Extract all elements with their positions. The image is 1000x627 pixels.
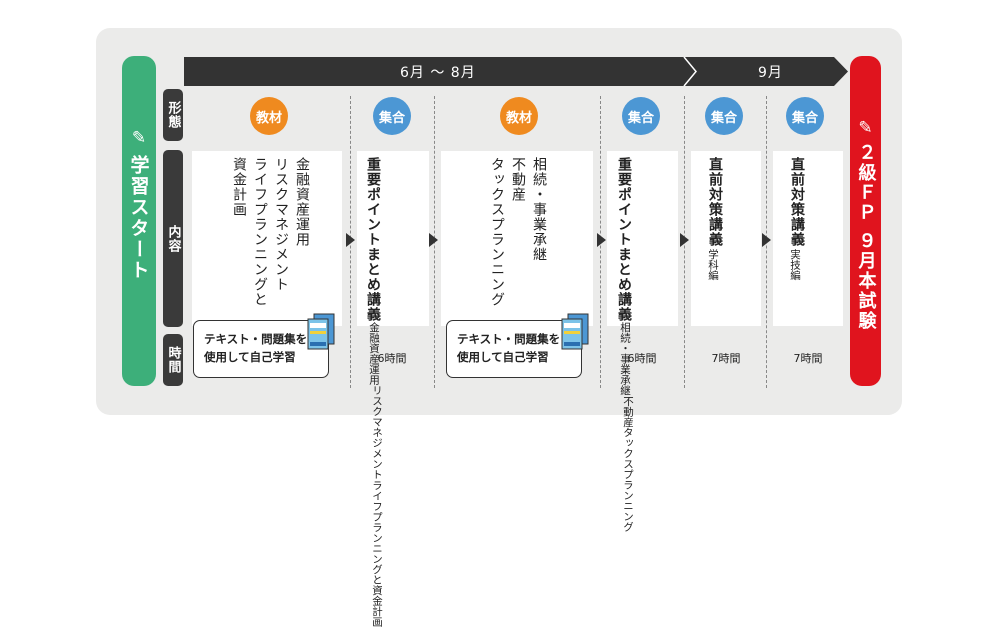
lecture-content: 直前対策講義 学科編 <box>704 157 725 281</box>
self-study-line: テキスト・問題集を <box>204 332 308 346</box>
badge-group: 集合 <box>786 97 824 135</box>
timeline-arrow <box>184 57 848 86</box>
period-label-sep: 9月 <box>758 65 783 81</box>
flow-arrow-icon <box>762 233 771 247</box>
topic-list: 相続・事業承継 不動産 タックスプランニング <box>486 157 549 307</box>
content-box <box>773 151 843 326</box>
self-study-box: テキスト・問題集を 使用して自己学習 <box>193 320 329 378</box>
hours-label: 7時間 <box>711 352 741 365</box>
badge-material: 教材 <box>250 97 288 135</box>
textbook-icon <box>306 312 336 352</box>
lecture-title: 直前対策講義 <box>789 157 805 247</box>
self-study-box: テキスト・問題集を 使用して自己学習 <box>446 320 582 378</box>
badge-group: 集合 <box>373 97 411 135</box>
topic-item: 不動産 <box>510 157 526 202</box>
lecture-part: 学科編 <box>707 249 719 281</box>
topic-item: 資金計画 <box>231 157 247 217</box>
period-label-jun-aug: 6月 〜 8月 <box>400 65 476 81</box>
lecture-content: 重要ポイントまとめ講義 金融資産運用 リスクマネジメント ライフプランニングと資… <box>362 157 383 627</box>
topic-item: 金融資産運用 <box>368 322 380 385</box>
lecture-content: 直前対策講義 実技編 <box>786 157 807 281</box>
flow-arrow-icon <box>346 233 355 247</box>
content-box <box>357 151 429 326</box>
topic-item: リスクマネジメント <box>273 157 289 292</box>
hours-label: 6時間 <box>627 352 657 365</box>
content-box <box>607 151 678 326</box>
hours-label: 7時間 <box>793 352 823 365</box>
row-label-form: 形態 <box>163 89 183 141</box>
topic-item: ライフプランニングと資金計画 <box>371 479 383 627</box>
lecture-title: 重要ポイントまとめ講義 <box>616 157 632 322</box>
self-study-line: 使用して自己学習 <box>204 350 296 364</box>
content-box <box>441 151 593 326</box>
exam-pill: ✎ ２級ＦＰ ９月本試験 <box>850 56 881 386</box>
content-box <box>691 151 761 326</box>
badge-material: 教材 <box>500 97 538 135</box>
topic-item: 不動産 <box>622 395 634 428</box>
flow-arrow-icon <box>597 233 606 247</box>
topic-item: ライフプランニングと <box>252 157 268 307</box>
topic-item: 金融資産運用 <box>294 157 310 247</box>
badge-group: 集合 <box>705 97 743 135</box>
topic-item: 相続・事業承継 <box>531 157 547 262</box>
topic-list: 金融資産運用 リスクマネジメント ライフプランニングと 資金計画 <box>228 157 312 307</box>
flow-arrow-icon <box>429 233 438 247</box>
badge-group: 集合 <box>622 97 660 135</box>
study-start-label: 学習スタート <box>127 155 150 281</box>
lecture-content: 重要ポイントまとめ講義 相続・事業承継 不動産 タックスプランニング <box>613 157 634 532</box>
self-study-line: テキスト・問題集を <box>457 332 561 346</box>
lecture-title: 直前対策講義 <box>707 157 723 247</box>
flow-arrow-icon <box>680 233 689 247</box>
hours-label: 6時間 <box>377 352 407 365</box>
exam-label: ２級ＦＰ ９月本試験 <box>855 143 877 332</box>
topic-item: リスクマネジメント <box>371 385 383 480</box>
row-label-time: 時間 <box>163 334 183 386</box>
lecture-title: 重要ポイントまとめ講義 <box>365 157 381 322</box>
study-start-pill: ✎ 学習スタート <box>122 56 156 386</box>
content-box <box>192 151 342 326</box>
pencil-icon: ✎ <box>131 128 147 148</box>
textbook-icon <box>560 312 590 352</box>
pencil-icon: ✎ <box>858 118 873 138</box>
row-label-content: 内容 <box>163 150 183 327</box>
self-study-line: 使用して自己学習 <box>457 350 549 364</box>
lecture-part: 実技編 <box>789 249 801 281</box>
topic-item: 相続・事業承継 <box>619 322 631 396</box>
topic-item: タックスプランニング <box>489 157 505 307</box>
